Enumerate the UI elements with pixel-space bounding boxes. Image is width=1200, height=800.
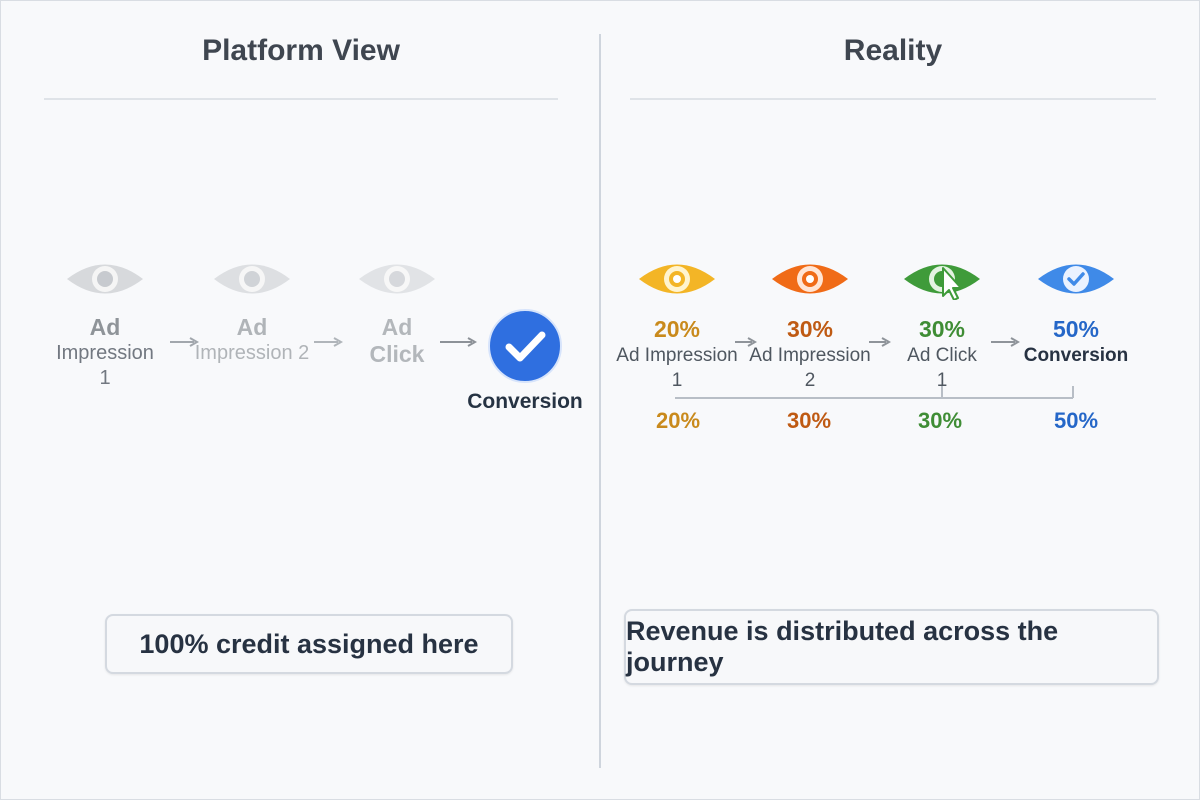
checkmark-icon	[460, 306, 590, 386]
platform-step-click: Ad Click	[347, 258, 447, 368]
reality-step-conversion-line1: Conversion	[1023, 345, 1129, 366]
platform-step-impression-1: Ad Impression 1	[50, 258, 160, 391]
reality-step-impression-1-line2: 1	[671, 370, 683, 391]
platform-note-text: 100% credit assigned here	[139, 628, 479, 659]
cursor-eye-icon	[890, 258, 994, 300]
platform-step-click-line1: Ad	[381, 314, 413, 340]
attribution-connector	[675, 386, 1075, 400]
platform-note: 100% credit assigned here	[105, 614, 513, 674]
bottom-pct-click: 30%	[917, 408, 963, 433]
arrow-icon	[990, 335, 1022, 354]
platform-step-conversion: Conversion	[460, 306, 590, 414]
platform-step-impression-2: Ad Impression 2	[194, 258, 310, 366]
platform-step-impression-1-line1: Ad	[89, 314, 121, 340]
reality-step-impression-1-pct: 20%	[653, 316, 701, 342]
arrow-icon	[438, 335, 480, 354]
platform-step-impression-2-line2: Impression 2	[194, 342, 310, 364]
bottom-pct-impression-2: 30%	[786, 408, 832, 433]
reality-step-impression-2: 30% Ad Impression 2	[749, 258, 871, 393]
reality-step-conversion: 50% Conversion	[1020, 258, 1132, 368]
reality-step-impression-2-line1: Ad Impression	[749, 345, 871, 366]
center-divider	[599, 34, 601, 768]
platform-view-rule	[44, 98, 558, 100]
eye-icon	[194, 258, 310, 300]
arrow-icon	[312, 335, 344, 354]
bottom-pct-conversion: 50%	[1053, 408, 1099, 433]
reality-step-click-pct: 30%	[918, 316, 966, 342]
eye-icon	[614, 258, 740, 300]
arrow-icon	[734, 335, 758, 354]
reality-step-click: 30% Ad Click 1	[890, 258, 994, 393]
reality-step-impression-2-line2: 2	[804, 370, 816, 391]
arrow-icon	[868, 335, 892, 354]
checkmark-icon	[1020, 258, 1132, 300]
platform-view-title: Platform View	[202, 34, 400, 67]
arrow-icon	[168, 335, 200, 354]
reality-step-impression-2-pct: 30%	[786, 316, 834, 342]
reality-rule	[630, 98, 1156, 100]
bottom-pct-impression-1: 20%	[655, 408, 701, 433]
eye-icon	[50, 258, 160, 300]
reality-step-click-line2: 1	[936, 370, 948, 391]
eye-icon	[749, 258, 871, 300]
reality-note-text: Revenue is distributed across the journe…	[626, 616, 1059, 677]
reality-title: Reality	[843, 34, 943, 67]
eye-icon	[347, 258, 447, 300]
platform-step-impression-1-line2: Impression 1	[56, 342, 154, 389]
reality-step-conversion-pct: 50%	[1052, 316, 1100, 342]
platform-step-impression-2-line1: Ad	[236, 314, 268, 340]
platform-conversion-label: Conversion	[467, 390, 583, 413]
platform-step-click-line2: Click	[369, 341, 425, 367]
reality-step-impression-1-line1: Ad Impression	[616, 345, 738, 366]
reality-step-impression-1: 20% Ad Impression 1	[614, 258, 740, 393]
reality-note: Revenue is distributed across the journe…	[624, 609, 1159, 685]
reality-step-click-line1: Ad Click	[907, 345, 977, 366]
